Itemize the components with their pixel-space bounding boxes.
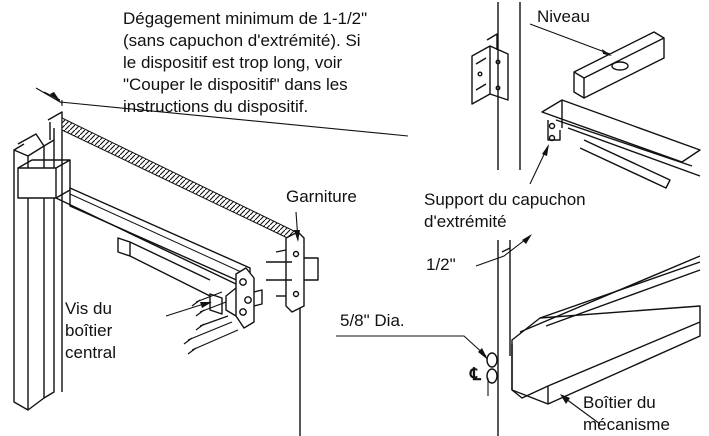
hole-diameter-label: 5/8" Dia. (340, 311, 405, 330)
trim-label: Garniture (286, 187, 357, 206)
mechanism-case-label: Boîtier du mécanisme (583, 393, 670, 434)
device-rail-top (541, 99, 701, 163)
centerline-symbol: ℄ (470, 365, 481, 384)
center-case (225, 267, 263, 329)
door-assembly (13, 111, 319, 436)
level-tool (573, 31, 665, 99)
half-inch-dimension: 1/2" (426, 255, 456, 274)
mechanism-case (511, 305, 701, 399)
level-label: Niveau (537, 7, 590, 26)
clearance-note: Dégagement minimum de 1-1/2" (sans capuc… (123, 9, 368, 116)
weatherstrip (61, 117, 301, 245)
center-case-screws-label: Vis du boîtier central (65, 299, 117, 362)
level-detail (471, 2, 701, 189)
center-case-screws (183, 291, 239, 355)
door-frame (13, 111, 63, 411)
mechanism-detail (486, 240, 701, 436)
arrowheads (50, 49, 612, 404)
end-cap-bracket-label: Support du capuchon d'extrémité (424, 190, 586, 231)
trim-part (266, 231, 319, 313)
exit-device (17, 159, 251, 315)
